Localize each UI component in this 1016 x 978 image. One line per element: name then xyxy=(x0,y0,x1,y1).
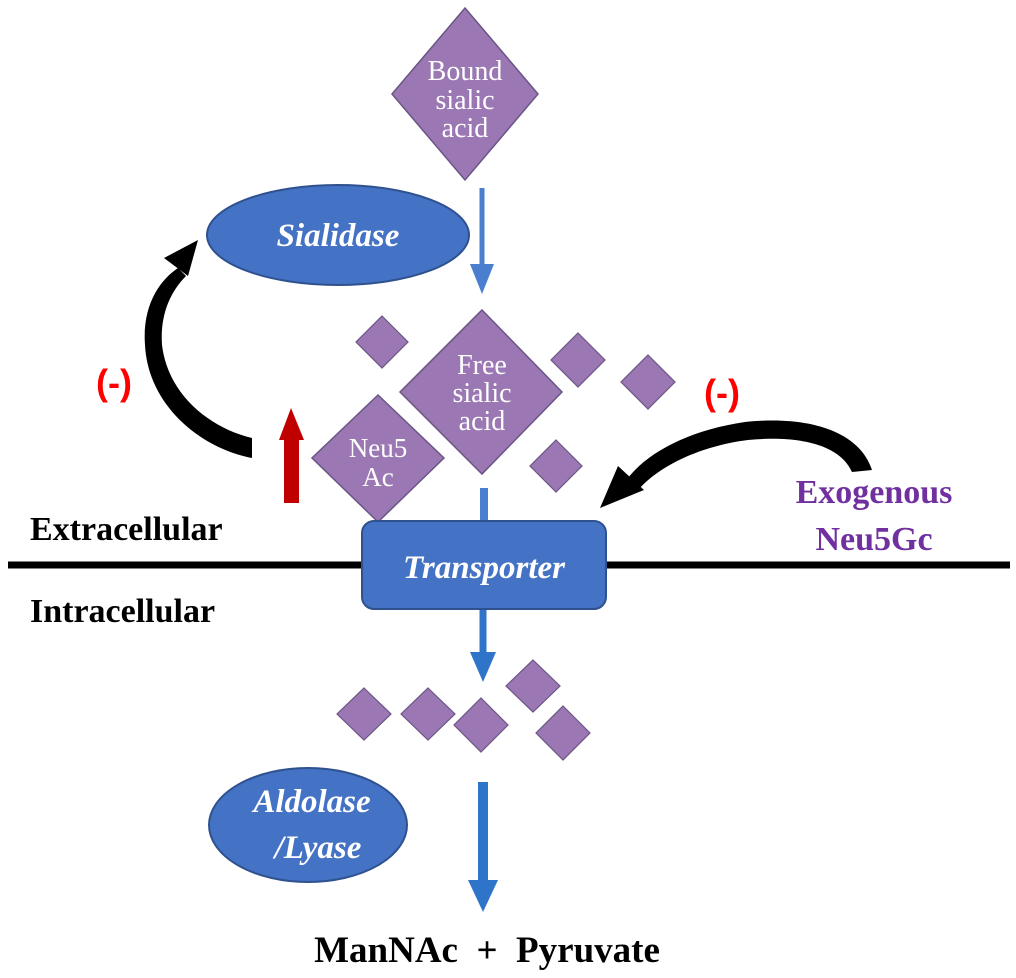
neu5ac-node: Neu5 Ac xyxy=(310,393,446,524)
aldolase-label-2: /Lyase xyxy=(273,830,362,866)
inhibition-label-right: (-) xyxy=(704,372,740,413)
neu5ac-increase-arrow xyxy=(279,408,304,503)
exogenous-label-2: Neu5Gc xyxy=(815,521,932,558)
bound-sialic-acid-label-1: Bound xyxy=(428,56,503,87)
bound-sialic-acid-label-2: sialic xyxy=(435,85,494,116)
small-sialic-diamond-intracellular xyxy=(453,697,509,753)
flow-arrow-bound-to-free xyxy=(470,188,494,294)
small-sialic-diamond-intracellular xyxy=(336,687,392,741)
small-sialic-diamond-intracellular xyxy=(400,687,456,741)
aldolase-lyase-enzyme: Aldolase /Lyase xyxy=(208,767,408,883)
feedback-inhibition-arrow-left xyxy=(144,240,252,458)
free-sialic-acid-node: Free sialic acid xyxy=(398,308,564,476)
neu5ac-label-1: Neu5 xyxy=(349,433,407,463)
free-sialic-acid-label-2: sialic xyxy=(452,378,511,409)
small-sialic-diamond xyxy=(355,315,409,369)
small-sialic-diamond xyxy=(620,354,676,410)
neu5ac-label-2: Ac xyxy=(362,462,393,492)
inhibition-arrow-right xyxy=(600,420,872,508)
products-label: ManNAc + Pyruvate xyxy=(314,930,660,971)
inhibition-label-left: (-) xyxy=(96,362,132,403)
small-sialic-diamond-intracellular xyxy=(505,659,561,713)
sialidase-enzyme: Sialidase xyxy=(206,184,470,286)
exogenous-label-1: Exogenous xyxy=(796,474,953,511)
bound-sialic-acid-label-3: acid xyxy=(442,113,489,144)
intracellular-label: Intracellular xyxy=(30,593,215,630)
extracellular-label: Extracellular xyxy=(30,511,223,548)
transporter-label: Transporter xyxy=(403,550,566,586)
bound-sialic-acid-node: Bound sialic acid xyxy=(391,6,539,182)
transporter-protein: Transporter xyxy=(361,520,607,610)
aldolase-label-1: Aldolase xyxy=(251,784,370,820)
free-sialic-acid-label-1: Free xyxy=(457,350,507,381)
free-sialic-acid-label-3: acid xyxy=(459,406,506,437)
small-sialic-diamond xyxy=(529,439,583,493)
small-sialic-diamond xyxy=(550,332,606,388)
flow-arrow-to-products xyxy=(468,782,498,912)
flow-arrow-transporter-to-cytosol xyxy=(470,608,496,682)
small-sialic-diamond-intracellular xyxy=(535,705,591,761)
sialidase-label: Sialidase xyxy=(277,218,400,254)
